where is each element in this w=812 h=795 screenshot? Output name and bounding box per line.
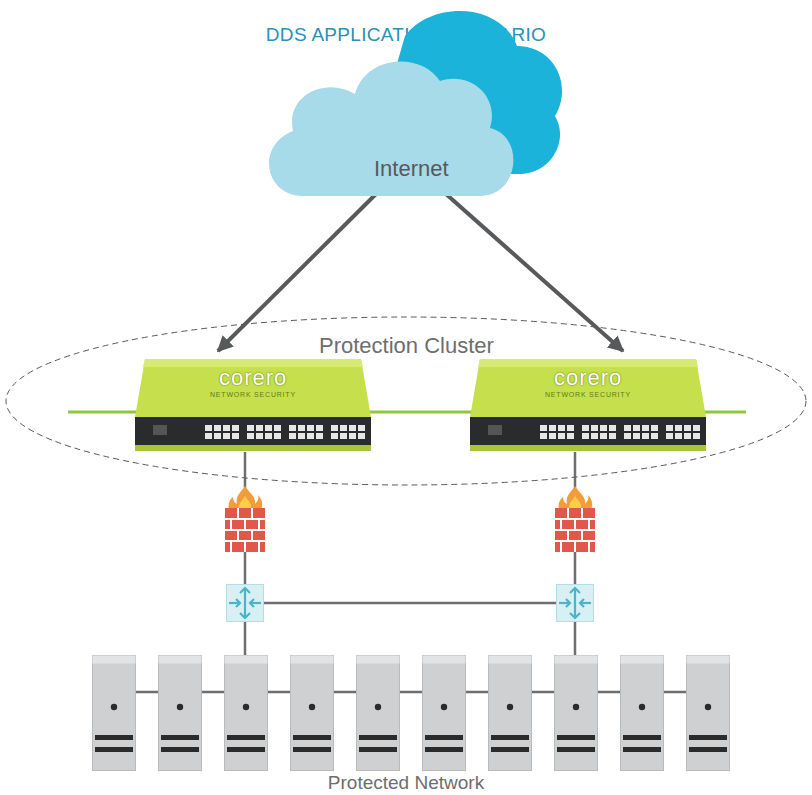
corero-appliance: coreroNETWORK SECURITY [135, 359, 371, 453]
internet-cloud: Internet [255, 6, 567, 198]
device-subtitle: NETWORK SECURITY [210, 391, 296, 399]
corero-appliance: coreroNETWORK SECURITY [470, 359, 706, 453]
cloud-label: Internet [374, 156, 449, 181]
cluster-label: Protection Cluster [319, 333, 494, 358]
network-label: Protected Network [0, 772, 812, 794]
traffic-arrow [218, 194, 376, 351]
device-logo: corero [219, 365, 287, 390]
device-logo: corero [554, 365, 622, 390]
device-subtitle: NETWORK SECURITY [545, 391, 631, 399]
protection-cluster: Protection ClustercoreroNETWORK SECURITY… [4, 315, 808, 487]
